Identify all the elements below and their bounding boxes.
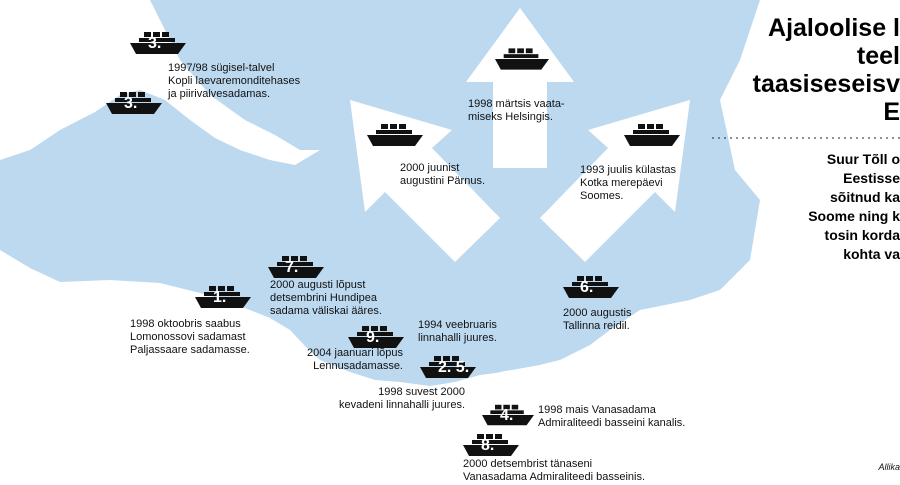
coast-line (0, 296, 101, 312)
ship-number: 6. (580, 279, 594, 296)
ship-number: 3. (124, 95, 138, 112)
ship-icon: 4. (482, 404, 534, 431)
ship-icon (624, 124, 680, 151)
event-label: 2000 augustis Tallinna reidil. (563, 307, 632, 332)
event-label: 1993 juulis külastas Kotka merepäevi Soo… (580, 164, 677, 202)
source-note: Allika (878, 462, 900, 472)
event-label: 1998 märtsis vaata- miseks Helsingis. (468, 98, 565, 123)
event-label: 1994 veebruaris linnahalli juures. (418, 319, 497, 344)
ship-icon: 9. (348, 326, 404, 353)
event-label: 1998 oktoobris saabus Lomonossovi sadama… (130, 318, 250, 356)
event-label: 1998 suvest 2000 kevadeni linnahalli juu… (339, 386, 465, 411)
event-label: 2000 detsembrist tänaseni Vanasadama Adm… (463, 458, 646, 483)
land-kopli-peninsula (0, 0, 320, 165)
ship-number: 3. (148, 35, 162, 52)
ship-number: 8. (481, 437, 495, 454)
ship-icon (495, 48, 549, 75)
event-label: 2004 jaanuari lõpus Lennusadamasse. (306, 347, 403, 372)
ship-number: 7. (285, 259, 299, 276)
ship-icon: 1. (195, 286, 251, 313)
ship-icon: 2. 5. (420, 356, 476, 383)
coast-line (0, 318, 51, 347)
ship-icon: 8. (463, 434, 519, 461)
event-label: 1997/98 sügisel-talvel Kopli laevaremond… (168, 62, 301, 100)
ship-number: 1. (213, 289, 227, 306)
land-east-coast (745, 0, 900, 485)
ship-number: 2. 5. (438, 359, 470, 376)
map-subtitle: Suur Tõll o Eestisse sõitnud ka Soome ni… (808, 151, 900, 262)
ship-icon: 3. (106, 92, 162, 119)
ship-icon: 3. (130, 32, 186, 59)
ship-number: 4. (500, 407, 514, 424)
event-label: 2000 juunist augustini Pärnus. (400, 162, 485, 187)
coast-line (0, 365, 61, 379)
ship-icon: 7. (267, 256, 325, 283)
ship-number: 9. (366, 329, 380, 346)
event-label: 2000 augusti lõpust detsembrini Hundipea… (270, 279, 382, 317)
ship-icon: 6. (562, 276, 620, 303)
ship-icon (367, 124, 423, 151)
land-harbour-pier (460, 360, 560, 392)
arrow-north (466, 8, 574, 168)
event-label: 1998 mais Vanasadama Admiraliteedi basse… (538, 404, 686, 429)
map-title: Ajaloolise l teel taasiseseisv E (752, 14, 900, 126)
